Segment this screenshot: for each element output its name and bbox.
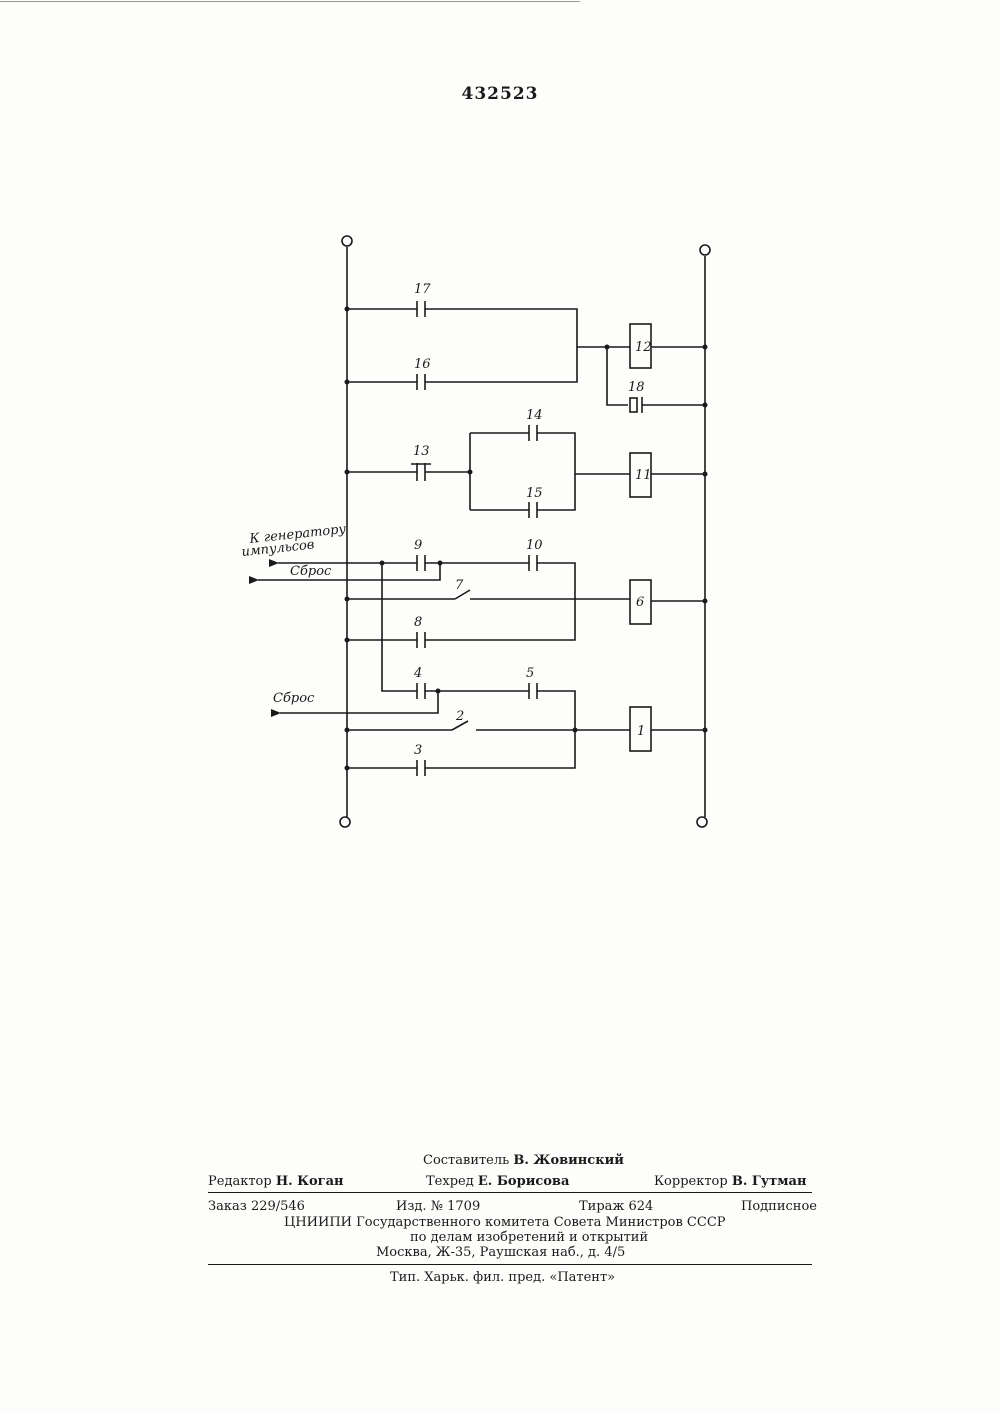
label-13: 13 <box>413 444 430 459</box>
corrector-row: Корректор В. Гутман <box>654 1174 806 1189</box>
editor-name: Н. Коган <box>276 1174 344 1189</box>
edition-number: Изд. № 1709 <box>396 1199 480 1214</box>
corrector-label: Корректор <box>654 1174 728 1189</box>
label-16: 16 <box>414 357 431 372</box>
label-18: 18 <box>628 380 645 395</box>
address: Москва, Ж-35, Раушская наб., д. 4/5 <box>376 1245 625 1260</box>
label-2: 2 <box>455 709 464 724</box>
editor-row: Редактор Н. Коган <box>208 1174 344 1189</box>
reset-top-line <box>258 563 440 580</box>
caption-reset-top: Сброс <box>290 564 332 579</box>
label-7: 7 <box>455 578 464 593</box>
label-1: 1 <box>637 724 645 739</box>
techred-row: Техред Е. Борисова <box>426 1174 569 1189</box>
label-5: 5 <box>526 666 534 681</box>
footer-rule-bottom <box>208 1264 812 1265</box>
subscription: Подписное <box>741 1199 817 1214</box>
compiler-label: Составитель <box>423 1153 509 1168</box>
order-number: Заказ 229/546 <box>208 1199 305 1214</box>
left-top-terminal <box>342 236 352 246</box>
relay-circuit-diagram: 17 16 12 18 14 13 15 11 9 10 7 6 8 4 5 2… <box>0 0 1000 1000</box>
right-bottom-terminal <box>697 817 707 827</box>
contact-18 <box>630 398 637 412</box>
label-12: 12 <box>635 340 652 355</box>
org-line-1: ЦНИИПИ Государственного комитета Совета … <box>284 1215 726 1230</box>
right-top-terminal <box>700 245 710 255</box>
printer: Тип. Харьк. фил. пред. «Патент» <box>390 1270 615 1285</box>
rung-relay-12 <box>347 301 705 413</box>
compiler-name: В. Жовинский <box>513 1153 624 1168</box>
caption-reset-bottom: Сброс <box>273 691 315 706</box>
label-3: 3 <box>414 743 422 758</box>
label-14: 14 <box>526 408 543 423</box>
label-15: 15 <box>526 486 543 501</box>
editor-label: Редактор <box>208 1174 272 1189</box>
label-6: 6 <box>636 595 644 610</box>
left-bottom-terminal <box>340 817 350 827</box>
footer-rule-top <box>208 1192 812 1193</box>
label-10: 10 <box>526 538 543 553</box>
label-8: 8 <box>414 615 422 630</box>
compiler-row: Составитель В. Жовинский <box>423 1153 624 1168</box>
techred-name: Е. Борисова <box>478 1174 570 1189</box>
label-11: 11 <box>635 468 652 483</box>
org-line-2: по делам изобретений и открытий <box>410 1230 648 1245</box>
corrector-name: В. Гутман <box>732 1174 807 1189</box>
label-9: 9 <box>414 538 422 553</box>
techred-label: Техред <box>426 1174 474 1189</box>
circulation: Тираж 624 <box>579 1199 653 1214</box>
label-4: 4 <box>413 666 422 681</box>
right-bus <box>697 245 710 827</box>
label-17: 17 <box>414 282 431 297</box>
